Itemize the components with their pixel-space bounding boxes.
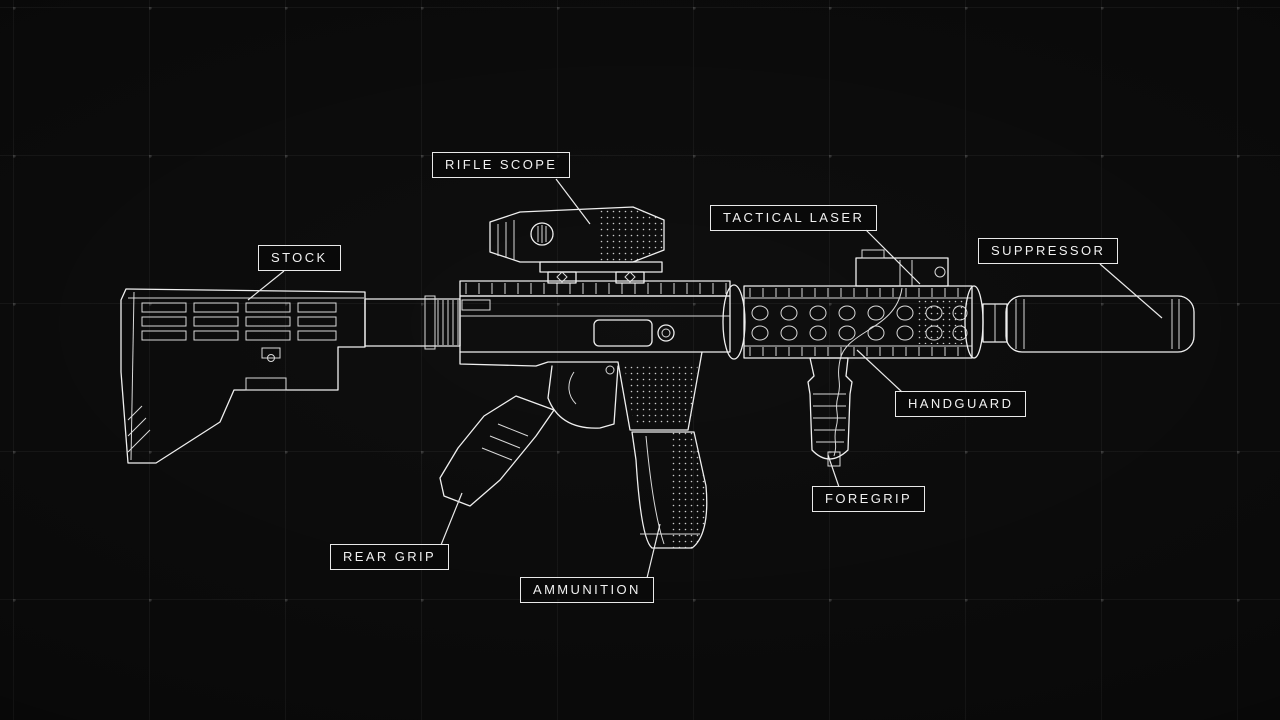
label-rear-grip: REAR GRIP: [330, 544, 450, 570]
lower-receiver-part: [459, 351, 703, 431]
tactical-laser-part: [827, 249, 949, 467]
rear-grip-part: [439, 395, 555, 507]
foregrip-part: [807, 357, 853, 460]
label-suppressor: SUPPRESSOR: [978, 238, 1119, 264]
suppressor-part: [1005, 295, 1195, 353]
label-handguard: HANDGUARD: [895, 391, 1027, 417]
label-stock: STOCK: [258, 245, 341, 271]
magazine-part: [631, 431, 708, 549]
handguard-part: [722, 284, 1008, 360]
label-ammunition: AMMUNITION: [520, 577, 654, 603]
label-rifle-scope: RIFLE SCOPE: [432, 152, 571, 178]
stock-part: [120, 288, 366, 464]
scope-part: [489, 206, 665, 284]
buffer-tube-part: [364, 295, 461, 350]
receiver-part: [459, 280, 731, 375]
label-tactical-laser: TACTICAL LASER: [710, 205, 878, 231]
leader-lines: [247, 178, 1163, 579]
label-foregrip: FOREGRIP: [812, 486, 926, 512]
